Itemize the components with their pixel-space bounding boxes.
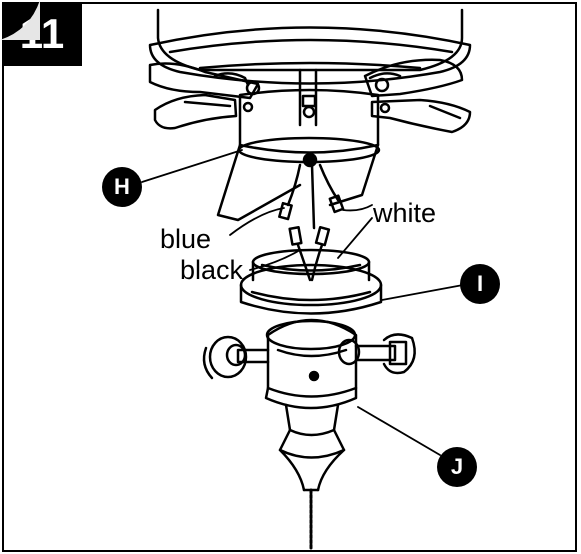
switch-housing-h (216, 68, 381, 222)
switch-cup-i (239, 248, 383, 315)
wire-label-white: white (373, 198, 437, 228)
wire-label-blue: blue (160, 224, 212, 254)
callout-j: J (437, 447, 477, 487)
page-corner-fold (0, 0, 40, 40)
lower-wires (288, 225, 331, 282)
wire-label-black: black (180, 255, 244, 285)
motor-housing (148, 8, 472, 87)
upper-wires (278, 163, 345, 230)
socket-arm-left (202, 335, 270, 380)
callout-i: I (460, 264, 500, 304)
blade-arm-right (363, 58, 472, 134)
leader-lines (141, 149, 464, 456)
blade-arm-left (148, 62, 261, 130)
callout-h: H (102, 167, 142, 207)
socket-arm-right (337, 333, 416, 375)
light-kit-j (264, 318, 358, 550)
step-number-badge: 11 (2, 2, 82, 66)
